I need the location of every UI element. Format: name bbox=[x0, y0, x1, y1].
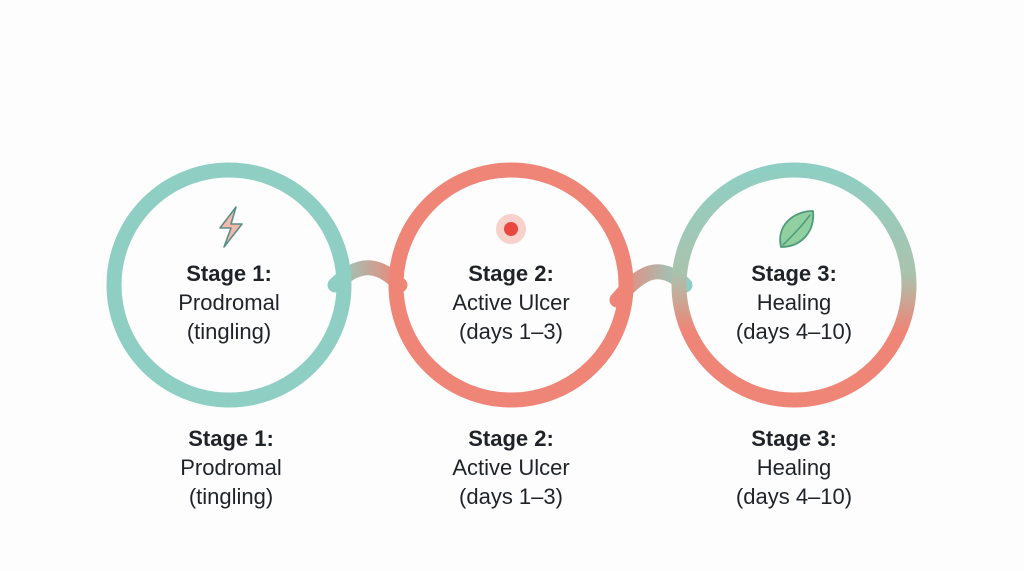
stage-3-caption-title: Stage 3: bbox=[751, 426, 837, 451]
stage-1-title: Stage 1: bbox=[186, 261, 272, 286]
stage-2-detail: (days 1–3) bbox=[459, 319, 563, 344]
leaf-icon bbox=[779, 210, 814, 248]
stage-3-caption-detail: (days 4–10) bbox=[735, 484, 853, 509]
stage-2-title: Stage 2: bbox=[468, 261, 554, 286]
stage-2-caption: Stage 2: Active Ulcer (days 1–3) bbox=[401, 424, 621, 511]
red-dot-icon bbox=[496, 214, 526, 244]
stage-3-ring bbox=[671, 162, 917, 408]
stage-1-label: Stage 1: Prodromal (tingling) bbox=[119, 259, 339, 346]
stage-3-title: Stage 3: bbox=[751, 261, 837, 286]
stage-2-caption-name: Active Ulcer bbox=[452, 455, 570, 480]
stage-3-detail: (days 4–10) bbox=[735, 319, 853, 344]
stage-1-detail: (tingling) bbox=[186, 319, 272, 344]
stage-1-caption-detail: (tingling) bbox=[188, 484, 274, 509]
stage-3-name: Healing bbox=[756, 290, 832, 315]
lightning-bolt-icon bbox=[219, 206, 243, 248]
stage-1-caption: Stage 1: Prodromal (tingling) bbox=[121, 424, 341, 511]
stage-2-caption-detail: (days 1–3) bbox=[459, 484, 563, 509]
stage-2-ring bbox=[388, 162, 634, 408]
stage-1-name: Prodromal bbox=[178, 290, 280, 315]
stage-2-name: Active Ulcer bbox=[452, 290, 570, 315]
stage-3-caption-name: Healing bbox=[756, 455, 832, 480]
stage-1-caption-name: Prodromal bbox=[180, 455, 282, 480]
stage-3-label: Stage 3: Healing (days 4–10) bbox=[684, 259, 904, 346]
stage-3-caption: Stage 3: Healing (days 4–10) bbox=[684, 424, 904, 511]
stage-1-caption-title: Stage 1: bbox=[188, 426, 274, 451]
stage-1-ring bbox=[106, 162, 352, 408]
stage-2-label: Stage 2: Active Ulcer (days 1–3) bbox=[401, 259, 621, 346]
stage-2-caption-title: Stage 2: bbox=[468, 426, 554, 451]
